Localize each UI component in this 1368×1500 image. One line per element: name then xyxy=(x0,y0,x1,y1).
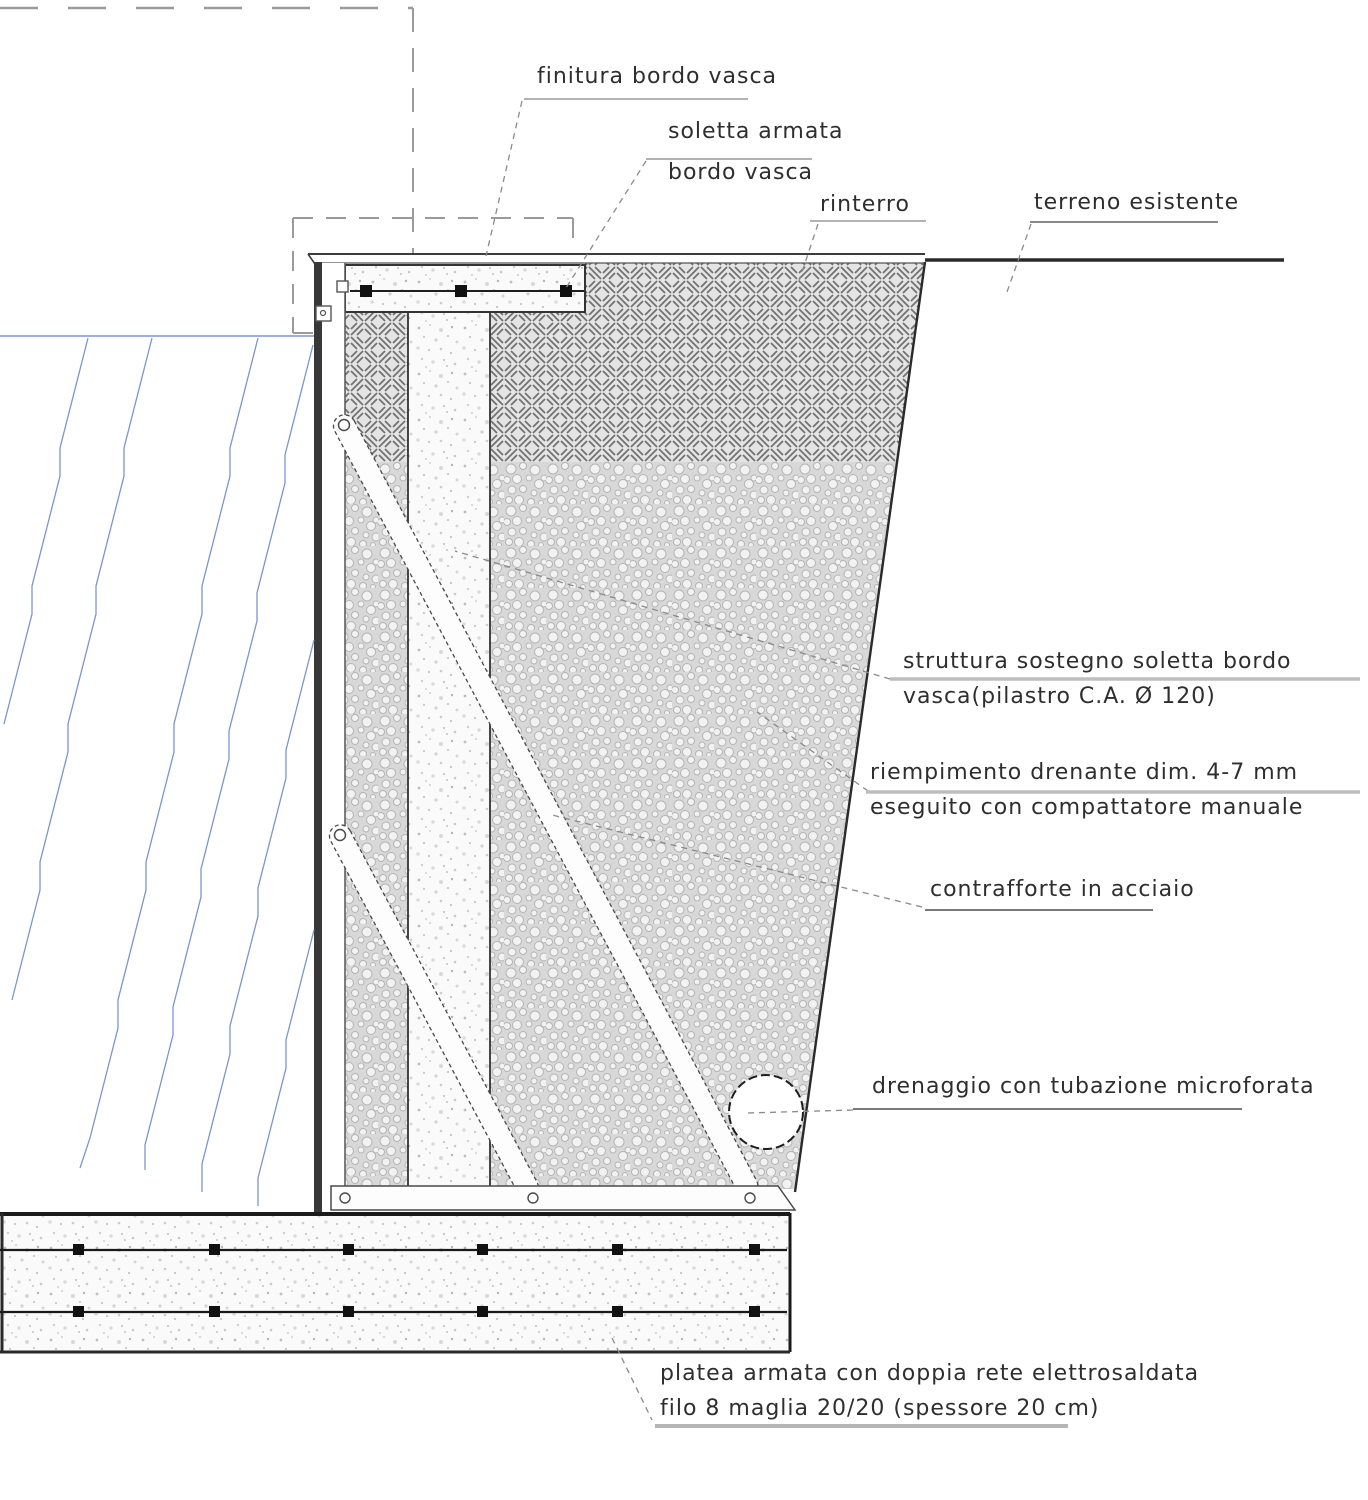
excavation-line xyxy=(793,261,927,1193)
steel-buttress xyxy=(328,414,797,1211)
buttress-base-plate xyxy=(330,1185,797,1211)
drain-pipe xyxy=(728,1074,804,1150)
label-underlines xyxy=(524,98,1360,1428)
leader-lines xyxy=(454,100,1032,1421)
label-struttura-sostegno-1: struttura sostegno soletta bordo xyxy=(903,649,1292,674)
label-platea-2: filo 8 maglia 20/20 (spessore 20 cm) xyxy=(660,1396,1100,1421)
label-riempimento-1: riempimento drenante dim. 4-7 mm xyxy=(870,760,1299,785)
label-terreno-esistente: terreno esistente xyxy=(1034,190,1240,215)
rinterro-hatch xyxy=(345,263,925,462)
coping-slab xyxy=(344,264,586,313)
label-finitura-bordo-vasca: finitura bordo vasca xyxy=(537,64,778,89)
label-bordo-vasca: bordo vasca xyxy=(668,160,814,185)
pool-water xyxy=(0,335,315,1206)
label-contrafforte: contrafforte in acciaio xyxy=(930,877,1195,902)
pool-wall xyxy=(314,262,349,1213)
label-rinterro: rinterro xyxy=(820,192,910,217)
label-platea-1: platea armata con doppia rete elettrosal… xyxy=(660,1361,1200,1386)
dashed-existing-outline xyxy=(0,6,574,334)
label-soletta-armata: soletta armata xyxy=(668,119,844,144)
foundation-slab xyxy=(0,1212,792,1354)
label-riempimento-2: eseguito con compattatore manuale xyxy=(870,795,1304,820)
label-struttura-sostegno-2: vasca(pilastro C.A. Ø 120) xyxy=(903,684,1216,709)
label-drenaggio: drenaggio con tubazione microforata xyxy=(872,1074,1315,1099)
